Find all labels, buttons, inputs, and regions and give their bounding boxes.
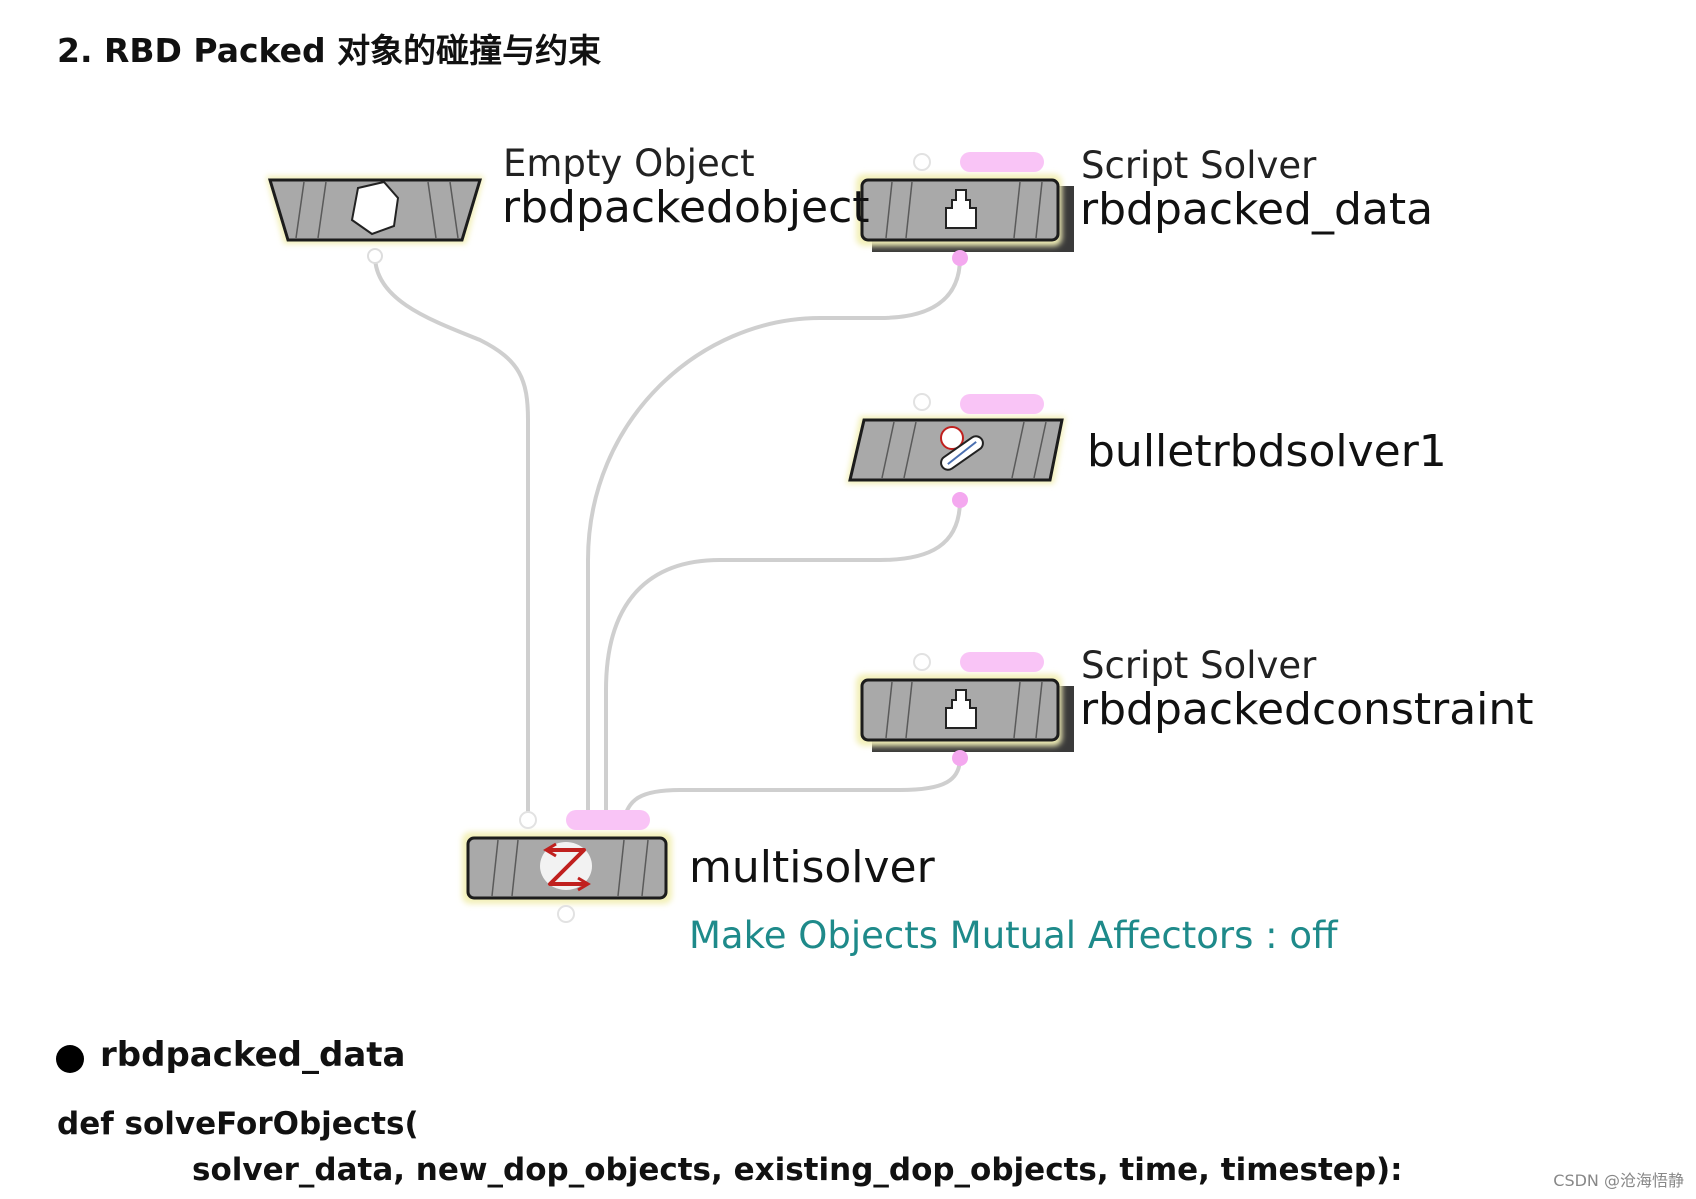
label-name-rbdpackedobject: rbdpackedobject (502, 182, 870, 233)
label-name-multisolver: multisolver (689, 842, 935, 893)
node-stripes (885, 181, 1043, 239)
label-name-bulletrbdsolver1: bulletrbdsolver1 (1087, 426, 1447, 477)
wire-emptyobject-to-multisolver[interactable] (373, 254, 530, 822)
input-port[interactable] (519, 811, 537, 829)
input-port[interactable] (913, 153, 931, 171)
shield-icon (350, 180, 400, 236)
script-icon (945, 689, 977, 729)
node-stripes (881, 421, 1047, 479)
page-heading: 2. RBD Packed 对象的碰撞与约束 (57, 31, 602, 70)
input-port[interactable] (913, 653, 931, 671)
bullet-icon (940, 426, 984, 471)
output-port[interactable] (367, 248, 383, 264)
wire-constraint-to-multisolver[interactable] (622, 756, 962, 822)
solver-flag[interactable] (960, 394, 1044, 414)
node-stripes (491, 839, 649, 897)
label-name-rbdpackedconstraint: rbdpackedconstraint (1080, 684, 1534, 735)
output-port[interactable] (952, 492, 968, 508)
solver-flag[interactable] (960, 152, 1044, 172)
section-label: rbdpacked_data (100, 1035, 406, 1075)
label-name-rbdpacked-data: rbdpacked_data (1080, 184, 1434, 235)
output-port[interactable] (557, 905, 575, 923)
solver-flag[interactable] (960, 652, 1044, 672)
wire-bullet-to-multisolver[interactable] (604, 498, 962, 822)
output-port[interactable] (952, 750, 968, 766)
wire-packeddata-to-multisolver[interactable] (586, 256, 962, 822)
label-type-emptyobject: Empty Object (503, 142, 755, 185)
script-icon (945, 189, 977, 229)
output-port[interactable] (952, 250, 968, 266)
node-stripes (885, 681, 1043, 739)
node-rbdpackedobject[interactable] (266, 176, 484, 264)
bullet-dot (56, 1045, 84, 1073)
node-rbdpacked-data[interactable] (856, 152, 1074, 266)
input-port[interactable] (913, 393, 931, 411)
wires (373, 254, 962, 822)
multisolver-note: Make Objects Mutual Affectors : off (689, 914, 1338, 957)
node-bulletrbdsolver1[interactable] (846, 393, 1066, 508)
multisolver-icon (540, 842, 592, 892)
solver-flag[interactable] (566, 810, 650, 830)
label-type-constraint: Script Solver (1081, 644, 1317, 687)
label-type-packeddata: Script Solver (1081, 144, 1317, 187)
node-multisolver[interactable] (462, 810, 672, 923)
code-line-2: solver_data, new_dop_objects, existing_d… (192, 1152, 1403, 1188)
code-line-1: def solveForObjects( (57, 1106, 419, 1142)
watermark: CSDN @沧海悟静 (1553, 1171, 1684, 1190)
node-stripes (295, 181, 459, 239)
node-rbdpackedconstraint[interactable] (856, 652, 1074, 766)
